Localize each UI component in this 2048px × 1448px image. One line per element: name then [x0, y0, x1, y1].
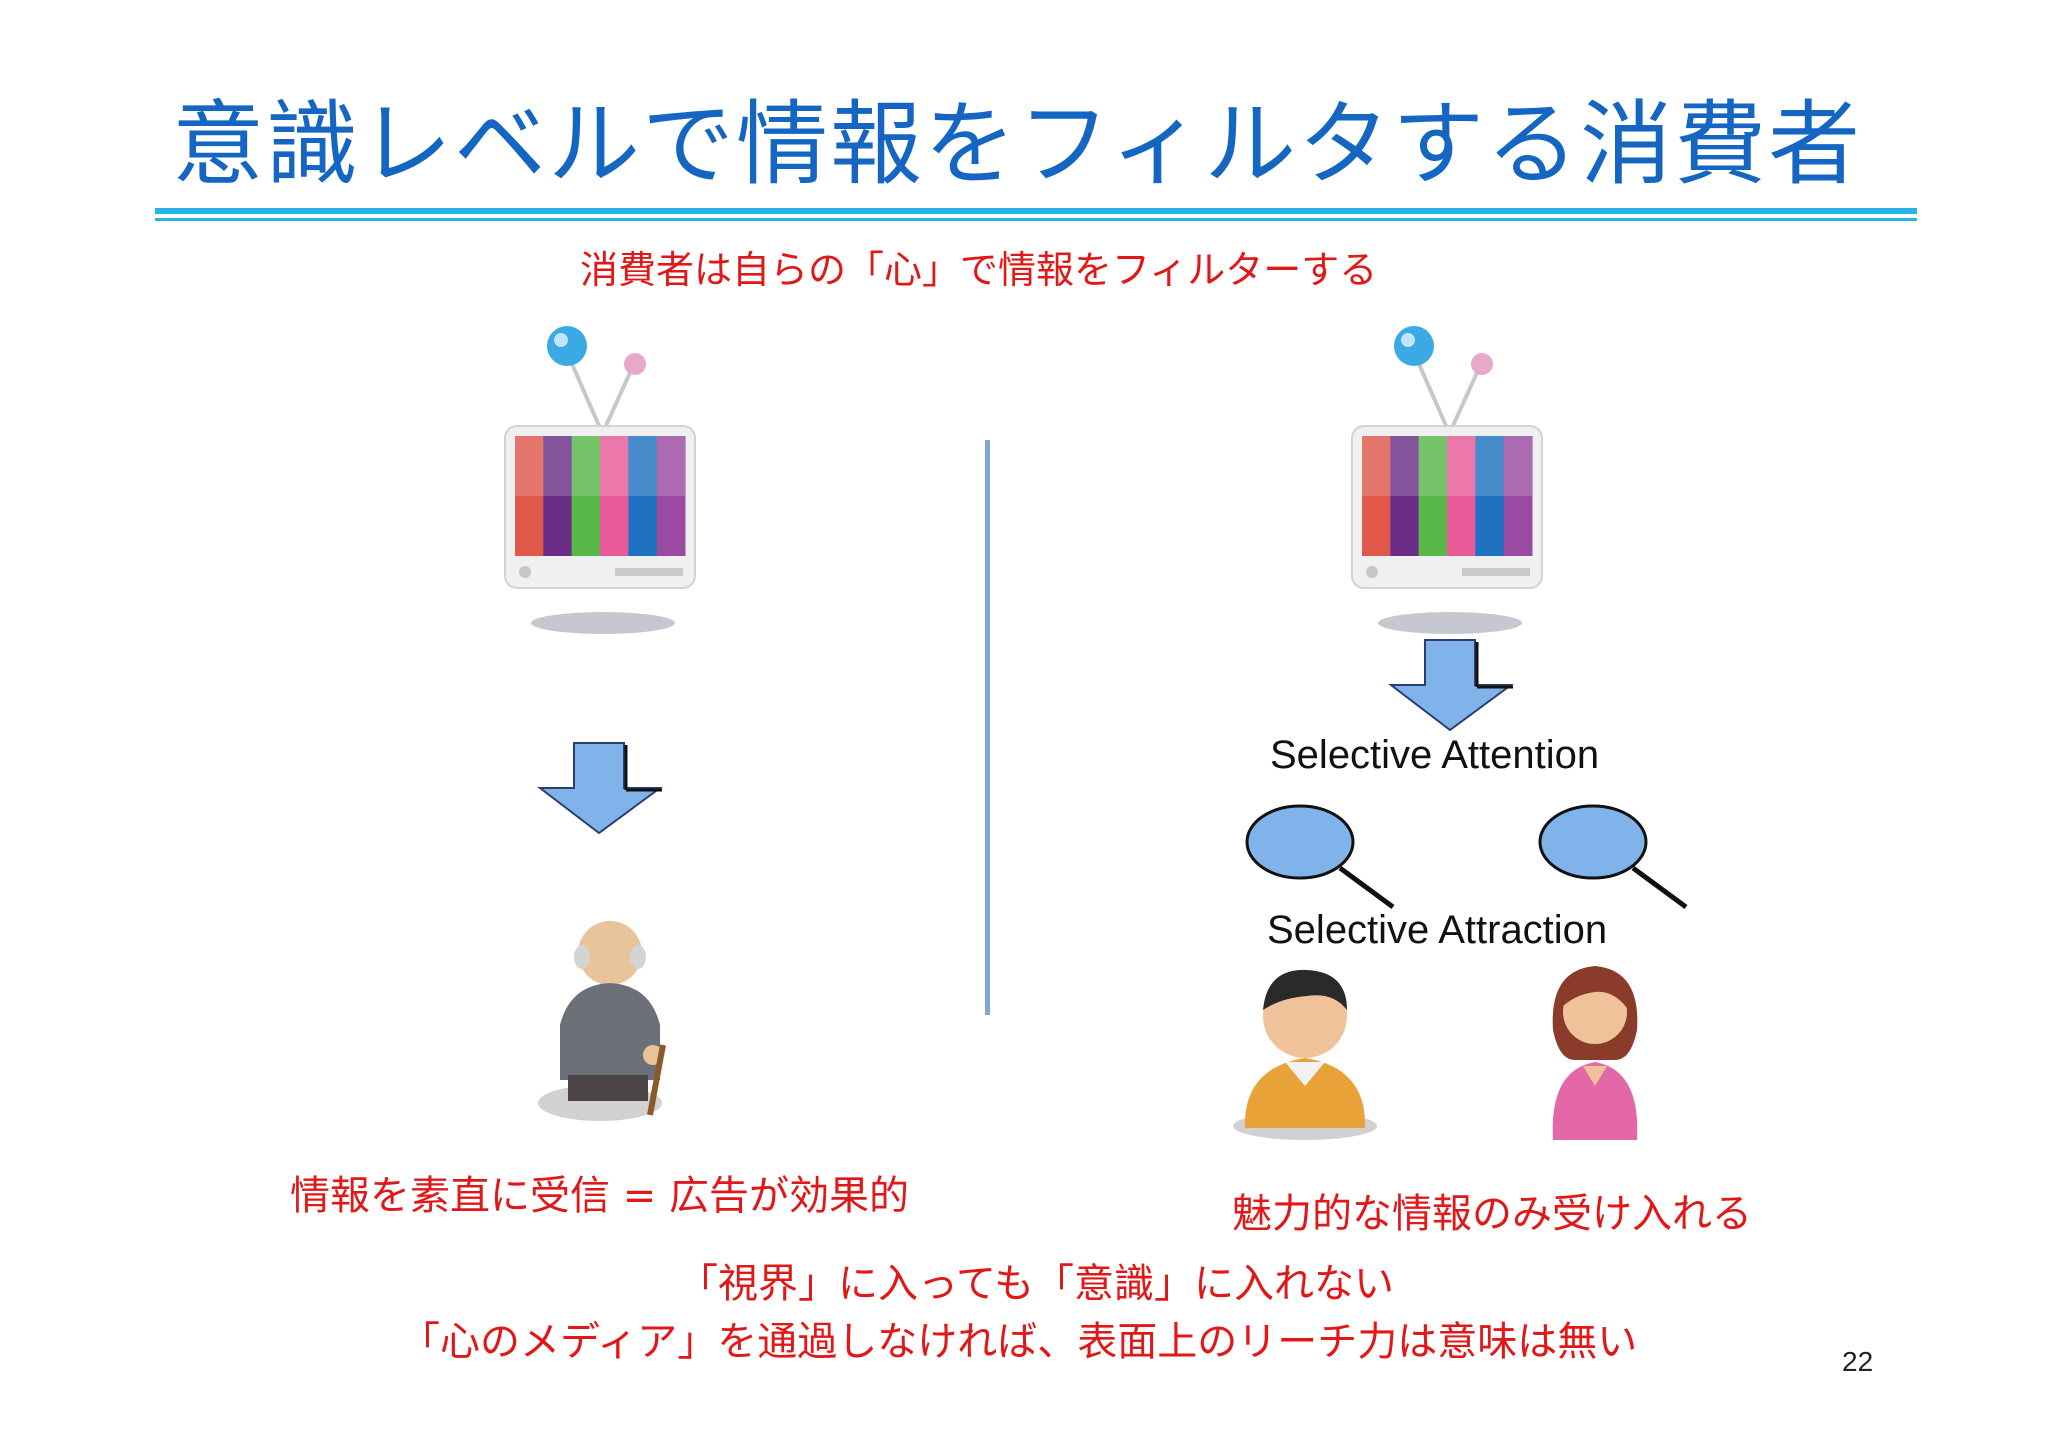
tv-color-bar — [1447, 436, 1476, 556]
title-rule — [155, 208, 1917, 214]
down-arrow-icon — [1388, 639, 1515, 732]
slide-subtitle: 消費者は自らの「心」で情報をフィルターする — [580, 248, 1378, 292]
woman-avatar-icon — [1552, 966, 1638, 1140]
right-caption: 魅力的な情報のみ受け入れる — [1232, 1191, 1752, 1237]
magnifier-icon — [1245, 804, 1395, 910]
magnifier-icon — [1538, 804, 1688, 910]
tv-color-bar — [1503, 436, 1533, 556]
tv-color-bar — [628, 436, 658, 556]
tv-screen-gloss — [515, 436, 685, 496]
man-avatar-icon — [1233, 969, 1377, 1140]
tv-icon — [1351, 326, 1543, 634]
selective-attraction-label: Selective Attraction — [1267, 908, 1608, 952]
tv-icon — [504, 326, 696, 634]
left-caption: 情報を素直に受信 = 広告が効果的 — [290, 1173, 909, 1219]
down-arrow-icon — [537, 742, 664, 835]
tv-screen — [515, 436, 686, 556]
tv-color-bar — [600, 436, 629, 556]
tv-color-bar — [1475, 436, 1505, 556]
tv-color-bar — [656, 436, 686, 556]
center-divider — [985, 440, 990, 1015]
tv-color-bar — [515, 436, 544, 556]
tv-color-bar — [1362, 436, 1391, 556]
bottom-note-line2: 「心のメディア」を通過しなければ、表面上のリーチ力は意味は無い — [400, 1319, 1638, 1365]
tv-screen-gloss — [1362, 436, 1532, 496]
bottom-note-line1: 「視界」に入っても「意識」に入れない — [678, 1261, 1394, 1307]
tv-color-bar — [543, 436, 573, 556]
tv-screen — [1362, 436, 1533, 556]
page-number: 22 — [1842, 1346, 1874, 1377]
elderly-man-icon — [538, 921, 666, 1121]
slide-title: 意識レベルで情報をフィルタする消費者 — [172, 91, 1863, 198]
selective-attention-label: Selective Attention — [1270, 733, 1600, 777]
tv-color-bar — [1418, 436, 1448, 556]
tv-color-bar — [571, 436, 601, 556]
tv-color-bar — [1390, 436, 1420, 556]
title-rule-thin — [155, 218, 1917, 221]
